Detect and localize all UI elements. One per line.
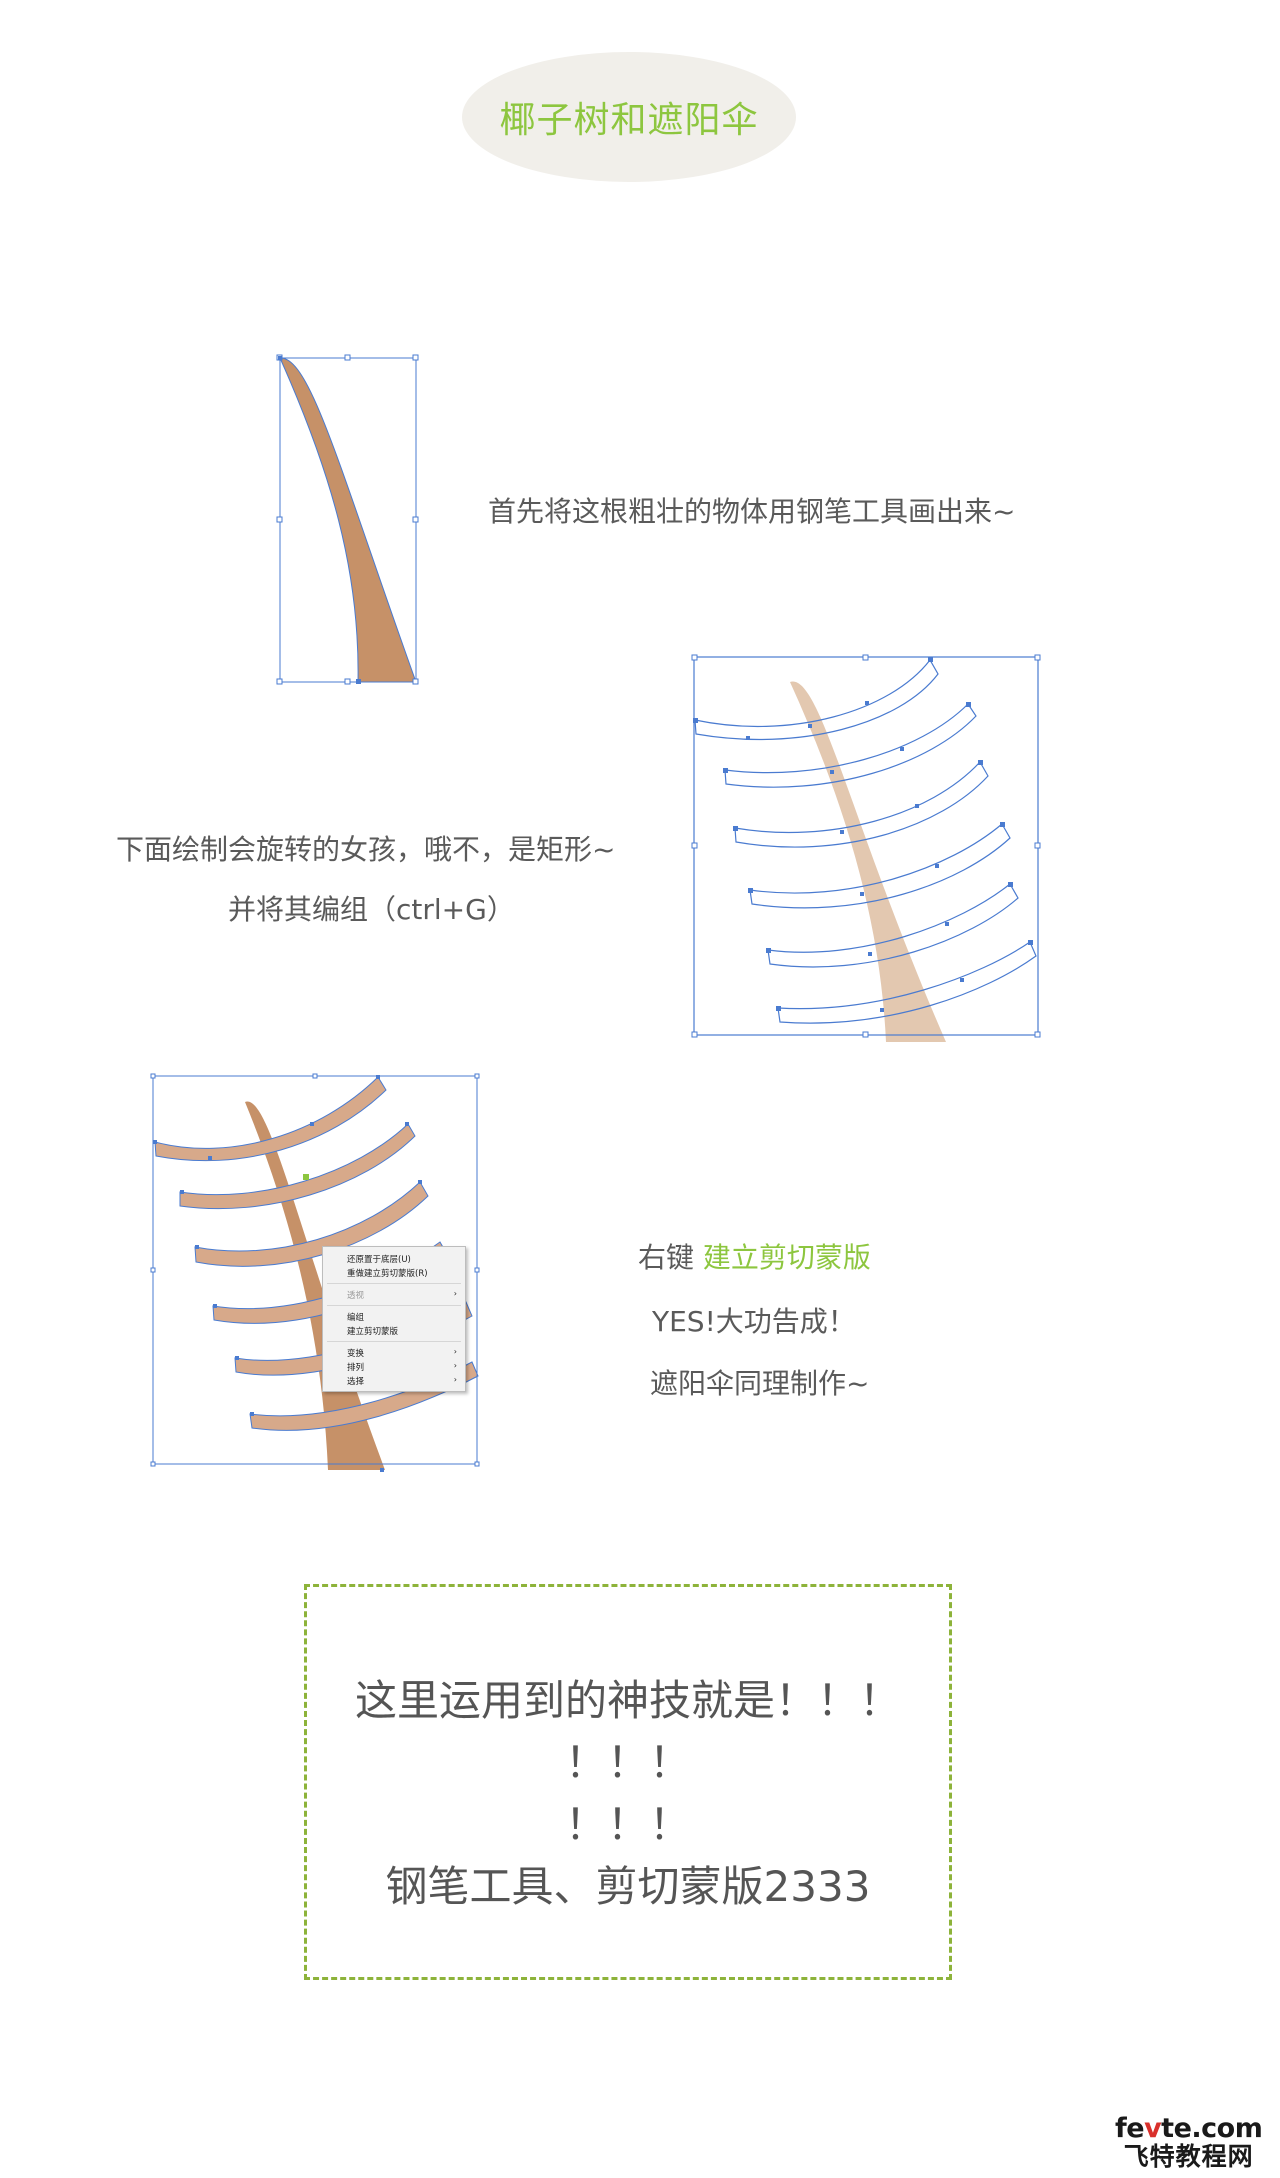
trunk-shape	[279, 357, 417, 683]
menu-item-make-clipping-mask[interactable]: 建立剪切蒙版	[347, 1327, 399, 1337]
menu-item-undo[interactable]: 还原置于底层(U)	[347, 1255, 411, 1265]
step1-caption: 首先将这根粗壮的物体用钢笔工具画出来~	[488, 495, 1016, 528]
step1-trunk-illustration	[276, 354, 419, 685]
step3-caption-line1: 右键 建立剪切蒙版	[638, 1236, 871, 1276]
summary-box: 这里运用到的神技就是！！！ ！！！ ！！！ 钢笔工具、剪切蒙版2333	[304, 1584, 952, 1980]
menu-separator	[327, 1341, 461, 1342]
step3-caption-highlight: 建立剪切蒙版	[702, 1241, 871, 1274]
menu-item-redo[interactable]: 重做建立剪切蒙版(R)	[347, 1269, 428, 1279]
strip-1	[694, 658, 939, 740]
menu-item-perspective[interactable]: 透视	[347, 1291, 365, 1301]
strip-1	[154, 1076, 387, 1162]
strip-4	[749, 823, 1011, 909]
summary-line-1: 这里运用到的神技就是！！！	[354, 1676, 901, 1725]
menu-separator	[327, 1283, 461, 1284]
strip-3	[734, 760, 989, 848]
title-badge: 椰子树和遮阳伞	[462, 52, 796, 182]
strip-6	[777, 941, 1037, 1024]
watermark-site-name: 飞特教程网	[1123, 2142, 1254, 2171]
step2-illustration	[691, 654, 1041, 1042]
menu-item-group[interactable]: 编组	[347, 1313, 365, 1323]
submenu-arrow-icon: ›	[453, 1347, 457, 1356]
menu-item-arrange[interactable]: 排列	[347, 1363, 365, 1373]
strip-2	[179, 1123, 416, 1210]
step3-caption-line3: 遮阳伞同理制作~	[650, 1367, 870, 1400]
menu-item-transform[interactable]: 变换	[347, 1349, 365, 1359]
step2-caption-line1: 下面绘制会旋转的女孩，哦不，是矩形~	[116, 833, 616, 866]
summary-line-4: 钢笔工具、剪切蒙版2333	[385, 1862, 871, 1911]
watermark-domain: fevte.com	[1115, 2113, 1263, 2144]
summary-line-2: ！！！	[564, 1738, 691, 1787]
menu-separator	[327, 1305, 461, 1306]
context-menu: 还原置于底层(U) 重做建立剪切蒙版(R) 透视 › 编组 建立剪切蒙版 变换 …	[322, 1246, 466, 1392]
menu-item-select[interactable]: 选择	[347, 1377, 365, 1387]
page-title: 椰子树和遮阳伞	[499, 100, 759, 141]
summary-line-3: ！！！	[564, 1800, 691, 1849]
submenu-arrow-icon: ›	[453, 1375, 457, 1384]
anchor-highlight	[303, 1174, 309, 1180]
strip-5	[767, 883, 1019, 968]
watermark-logo: fevte.com 飞特教程网	[1115, 2113, 1263, 2171]
submenu-arrow-icon: ›	[453, 1289, 457, 1298]
step2-caption-line2: 并将其编组（ctrl+G）	[228, 893, 515, 926]
strip-2	[724, 703, 977, 788]
step3-caption-prefix: 右键	[638, 1241, 703, 1274]
trunk-shape-light	[790, 681, 946, 1042]
strip-3	[194, 1181, 429, 1267]
submenu-arrow-icon: ›	[453, 1361, 457, 1370]
strip-6	[249, 1361, 479, 1431]
step3-caption-line2: YES!大功告成！	[652, 1305, 856, 1338]
